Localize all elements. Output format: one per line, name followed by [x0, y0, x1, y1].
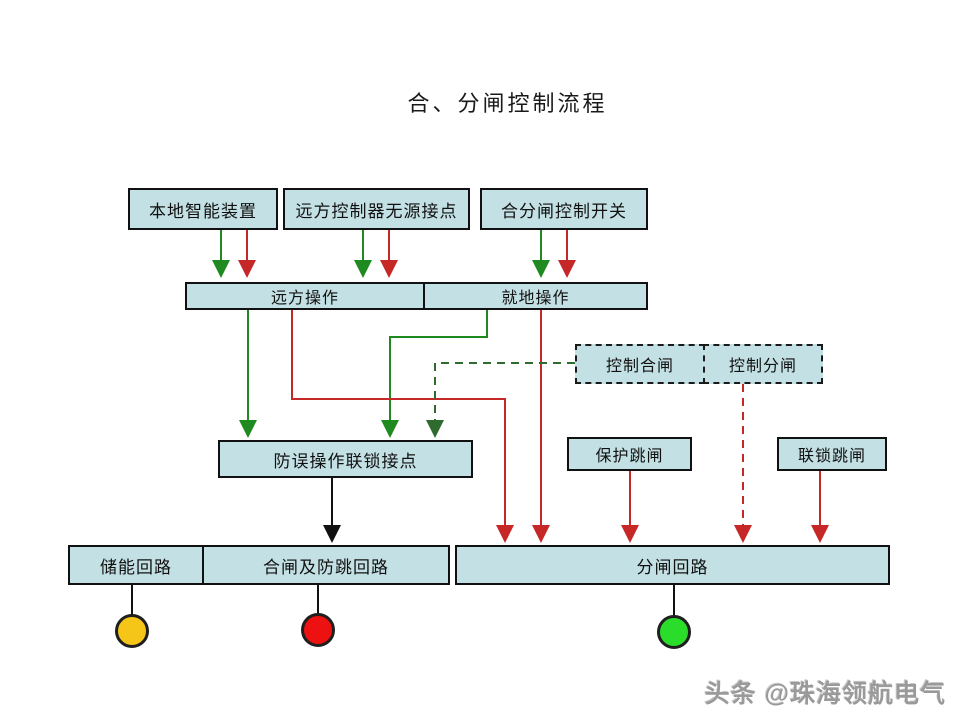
node-opening-circuit: 分闸回路: [455, 545, 890, 585]
edge-local-op-to-interlock: [381, 310, 488, 438]
node-local-intelligent-device: 本地智能装置: [128, 188, 278, 230]
page-title: 合、分闸控制流程: [407, 91, 608, 116]
edge-remote-op-to-opening-circuit: [291, 310, 514, 543]
closing-indicator-lamp: [301, 613, 335, 647]
node-remote-operation: 远方操作: [185, 282, 425, 310]
node-protection-trip: 保护跳闸: [567, 437, 692, 471]
node-interlock-trip: 联锁跳闸: [777, 437, 887, 471]
edge-control-close-to-interlock-dashed: [426, 362, 575, 438]
node-control-close: 控制合闸: [575, 344, 705, 384]
node-remote-controller-passive-contact: 远方控制器无源接点: [283, 188, 470, 230]
node-anti-misoperation-interlock-contact: 防误操作联锁接点: [218, 440, 473, 478]
node-close-open-control-switch: 合分闸控制开关: [480, 188, 648, 230]
watermark: 头条 @珠海领航电气: [704, 680, 946, 708]
node-control-open: 控制分闸: [703, 344, 823, 384]
opening-indicator-lamp: [657, 615, 691, 649]
node-local-operation: 就地操作: [423, 282, 648, 310]
energy-storage-indicator-lamp: [115, 614, 149, 648]
node-closing-anti-pumping-circuit: 合闸及防跳回路: [202, 545, 450, 585]
node-energy-storage-circuit: 储能回路: [68, 545, 204, 585]
